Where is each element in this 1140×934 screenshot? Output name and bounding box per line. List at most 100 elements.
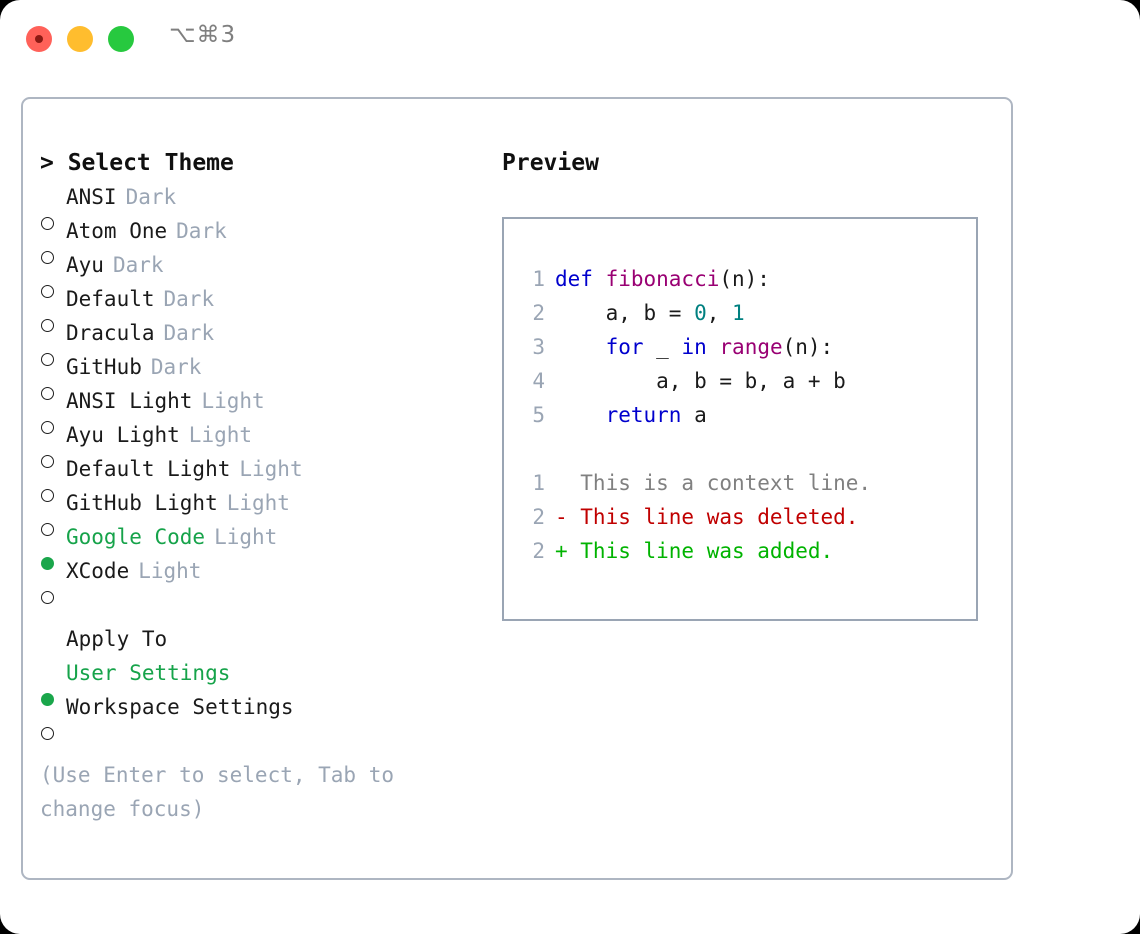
theme-option-label: GitHub	[66, 355, 142, 379]
code-token-plain: (n):	[782, 335, 834, 359]
code-line-text: for _ in range(n):	[555, 330, 834, 364]
theme-option-atom-one[interactable]: Atom One Dark	[40, 214, 480, 264]
line-number: 2	[532, 301, 545, 325]
code-token-kw: return	[605, 403, 682, 427]
theme-variant-label: Dark	[112, 253, 164, 277]
code-token-fn: fibonacci	[605, 267, 720, 291]
close-button[interactable]	[26, 26, 52, 52]
theme-option-label: Ayu	[66, 253, 104, 277]
diff-line-text-ctx: This is a context line.	[555, 471, 872, 495]
line-number: 1	[532, 267, 545, 291]
code-token-plain: (n):	[719, 267, 770, 291]
line-number: 3	[532, 335, 545, 359]
code-token-num: 0	[694, 301, 707, 325]
theme-option-label: XCode	[66, 559, 130, 583]
code-token-num: 1	[732, 301, 745, 325]
theme-option-label: ANSI	[66, 185, 117, 209]
code-token-plain	[555, 335, 606, 359]
apply-to-option-label: Workspace Settings	[66, 695, 294, 719]
theme-option-label: Ayu Light	[66, 423, 180, 447]
theme-variant-label: Light	[138, 559, 202, 583]
keyboard-shortcut-label: ⌥⌘3	[169, 22, 237, 48]
diff-line: 1 This is a context line.	[504, 466, 976, 500]
code-line: 3 for _ in range(n):	[504, 330, 976, 364]
line-number: 4	[532, 369, 545, 393]
theme-option-xcode[interactable]: XCode Light	[40, 554, 480, 604]
code-token-plain: a	[681, 403, 707, 427]
theme-option-label: Google Code	[66, 525, 206, 549]
code-token-plain: a, b = b, a + b	[555, 369, 846, 393]
radio-dot	[41, 693, 54, 706]
code-line-text: def fibonacci(n):	[555, 262, 770, 296]
diff-line-text-del: - This line was deleted.	[555, 505, 859, 529]
line-number: 1	[532, 471, 545, 495]
code-line: 5 return a	[504, 398, 976, 432]
theme-variant-label: Dark	[150, 355, 202, 379]
theme-option-label: Default	[66, 287, 155, 311]
theme-variant-label: Dark	[163, 321, 215, 345]
theme-variant-label: Light	[239, 457, 303, 481]
radio-dot	[41, 353, 54, 366]
select-theme-header: > Select Theme	[40, 150, 234, 176]
diff-line: 2 - This line was deleted.	[504, 500, 976, 534]
theme-variant-label: Dark	[176, 219, 227, 243]
radio-dot	[41, 591, 54, 604]
minimize-button[interactable]	[67, 26, 93, 52]
theme-variant-label: Light	[201, 389, 265, 413]
theme-option-label: Atom One	[66, 219, 168, 243]
code-line: 4 a, b = b, a + b	[504, 364, 976, 398]
preview-header: Preview	[502, 150, 599, 176]
theme-option-ayu[interactable]: Ayu Dark	[40, 248, 480, 298]
theme-variant-label: Light	[226, 491, 290, 515]
diff-sample: 1 This is a context line. 2 - This line wa…	[504, 466, 976, 568]
radio-dot	[41, 251, 54, 264]
code-token-plain: ,	[706, 301, 733, 325]
theme-option-github[interactable]: GitHub Dark	[40, 350, 480, 400]
theme-option-ansi[interactable]: ANSI Dark	[40, 180, 480, 230]
theme-variant-label: Light	[188, 423, 253, 447]
radio-dot	[41, 421, 54, 434]
apply-to-option-user-settings[interactable]: User Settings	[40, 656, 480, 706]
radio-dot	[41, 557, 54, 570]
theme-option-default[interactable]: Default Dark	[40, 282, 480, 332]
line-number: 2	[532, 539, 545, 563]
line-number: 2	[532, 505, 545, 529]
diff-line: 2+ This line was added.	[504, 534, 976, 568]
apply-to-option-label: User Settings	[66, 661, 231, 685]
radio-dot	[41, 455, 54, 468]
radio-dot	[41, 285, 54, 298]
theme-option-default-light[interactable]: Default Light Light	[40, 452, 480, 502]
theme-option-label: GitHub Light	[66, 491, 218, 515]
apply-to-title: Apply To	[66, 627, 168, 651]
radio-dot	[41, 387, 54, 400]
theme-variant-label: Dark	[125, 185, 177, 209]
theme-option-github-light[interactable]: GitHub Light Light	[40, 486, 480, 536]
code-token-plain	[555, 403, 606, 427]
apply-to-option-workspace-settings[interactable]: Workspace Settings	[40, 690, 480, 740]
code-token-kw: in	[681, 335, 707, 359]
code-line-text: return a	[555, 398, 707, 432]
theme-option-ayu-light[interactable]: Ayu Light Light	[40, 418, 480, 468]
radio-dot	[41, 319, 54, 332]
keyboard-hint-text: (Use Enter to select, Tab to change focu…	[40, 763, 395, 821]
zoom-button[interactable]	[108, 26, 134, 52]
code-token-kw: for	[605, 335, 644, 359]
radio-dot	[41, 489, 54, 502]
title-bar: ⌥⌘3	[0, 0, 1140, 78]
code-token-fn: range	[719, 335, 783, 359]
code-line-text: a, b = b, a + b	[555, 364, 846, 398]
theme-option-label: Default Light	[66, 457, 231, 481]
theme-variant-label: Dark	[163, 287, 215, 311]
code-line-text: a, b = 0, 1	[555, 296, 745, 330]
